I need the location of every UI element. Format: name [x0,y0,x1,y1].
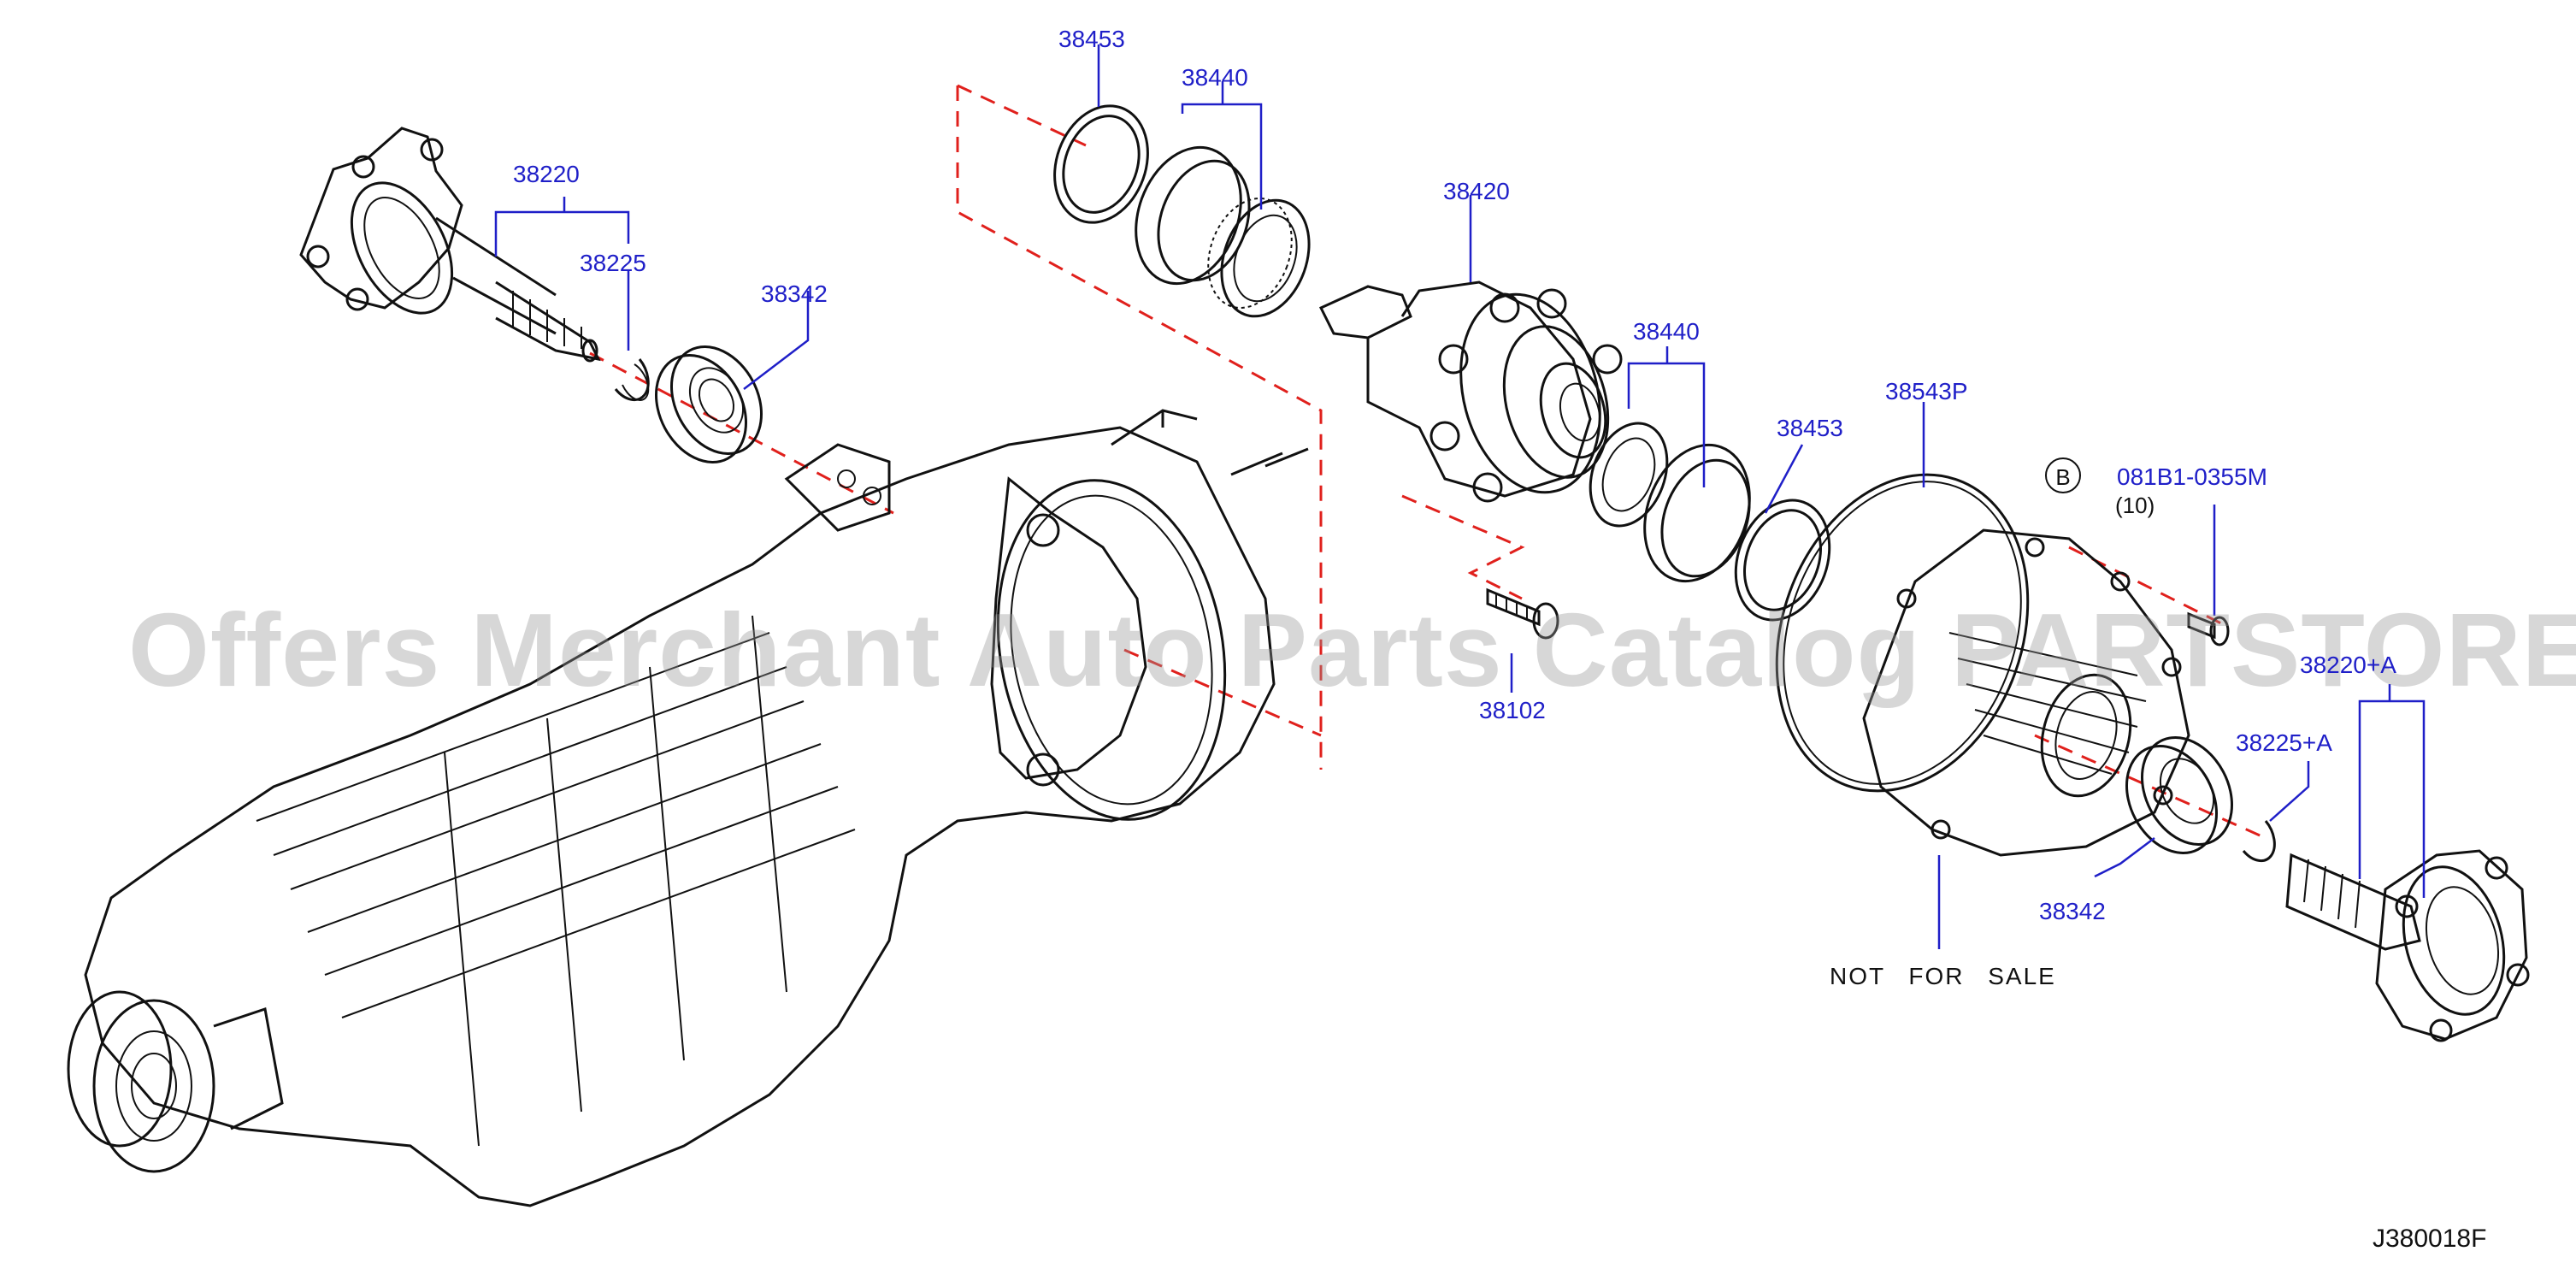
bearing-38342-right [2125,736,2234,854]
callout-081b1-0355m[interactable]: 081B1-0355M [2117,463,2267,490]
snap-ring-38225a [2242,820,2276,863]
shim-ring-38453-top [1053,104,1149,224]
differential-cover-housing [1862,528,2190,857]
callout-38225[interactable]: 38225 [580,250,646,276]
shim-ring-38453-right [1734,499,1831,622]
callout-38453-top[interactable]: 38453 [1058,26,1125,52]
callout-38220[interactable]: 38220 [513,161,580,187]
differential-case-38420 [1318,280,1623,503]
callout-38543p[interactable]: 38543P [1885,378,1968,404]
callout-38225a[interactable]: 38225+A [2236,729,2332,756]
bearing-38342-left [654,345,763,463]
bearing-38440-top [1135,145,1311,318]
centerlines [589,84,2267,840]
diagram-code: J380018F [2373,1225,2487,1253]
bolt-quantity: (10) [2115,493,2155,518]
bearing-38440-right [1589,422,1751,583]
callout-38440-top[interactable]: 38440 [1182,64,1248,91]
left-companion-flange-shaft [299,127,601,363]
right-companion-flange-shaft [2285,849,2530,1042]
bolt-38102 [1486,587,1559,640]
leader-lines [494,44,2426,949]
callout-38220a[interactable]: 38220+A [2300,652,2396,678]
callout-38342-left[interactable]: 38342 [761,280,828,307]
bolt-081b1-0355m [2187,611,2230,646]
not-for-sale-label: NOT FOR SALE [1830,963,2056,989]
bolt-marker-b: B [2045,457,2081,493]
callout-38342-right[interactable]: 38342 [2039,898,2106,924]
gasket-38543p [1775,473,2030,793]
transmission-assembly [67,409,1309,1207]
snap-ring-38225 [614,358,650,402]
callout-38102[interactable]: 38102 [1479,697,1546,723]
callout-38453-right[interactable]: 38453 [1777,415,1843,441]
callout-38420[interactable]: 38420 [1443,178,1510,204]
callout-38440-right[interactable]: 38440 [1633,318,1700,345]
